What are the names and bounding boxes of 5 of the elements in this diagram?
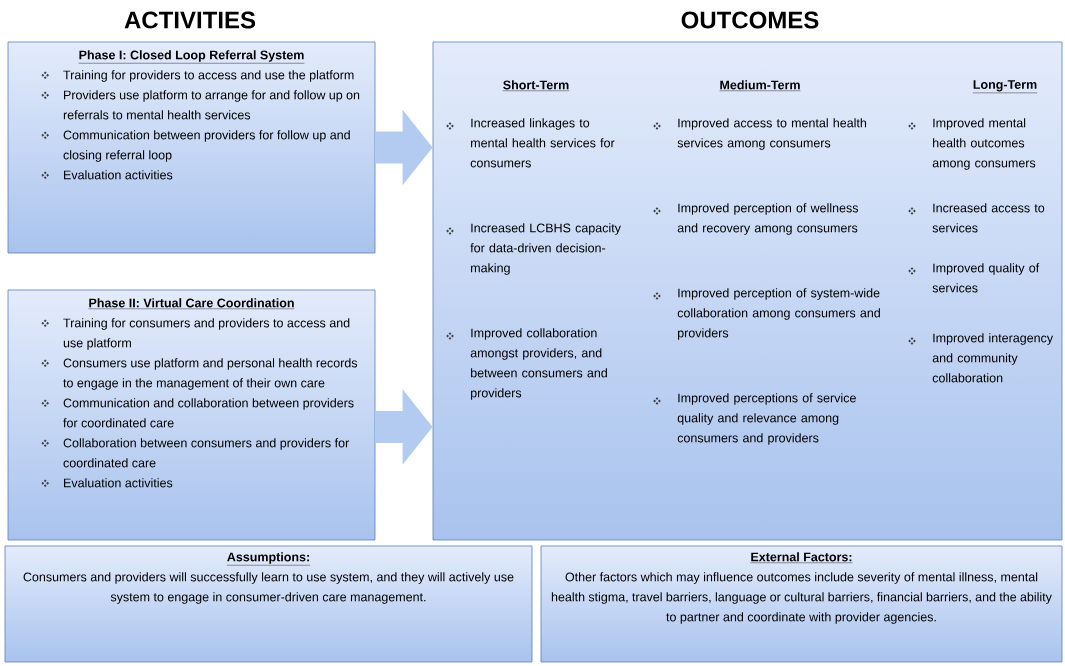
- note-box: External Factors: Other factors which may influence outcomes include severity of mental illness, mental health stigma, travel barriers, language or cultural barriers, financial barriers, and the ability to partner and coordinate with provider agencies.: [540, 545, 1063, 663]
- activity-box: Phase I: Closed Loop Referral System Training for providers to access and use the platform Providers use platform to arrange for and follow up on referrals to mental health services Communication between providers for follow up and closing referral loop Evaluation activities: [7, 41, 376, 254]
- note-box: Assumptions: Consumers and providers will successfully learn to use system, and they will actively use system to engage in consumer-driven care management.: [4, 545, 533, 663]
- activity-box: Phase II: Virtual Care Coordination Training for consumers and providers to access and use platform Consumers use platform and personal health records to engage in the management of their own care Communication and collaboration between providers for coordinated care Collaboration between consumers and providers for coordinated care Evaluation activities: [7, 289, 376, 541]
- outcomes-box: Short-Term Increased linkages to mental health services for consumers Increased LCBHS capacity for data-driven decision-making Improved collaboration amongst providers, and between consumers and providers Medium-Term Improved access to mental health services among consumers Improved perception of wellness and recovery among consumers Improved perception of system-wide collaboration among consumers and providers Improved perceptions of service quality and relevance among consumers and providers Long-Term Improved mental health outcomes among consumers Increased access to services Improved quality of services Improved interagency and community collaboration: [432, 41, 1063, 541]
